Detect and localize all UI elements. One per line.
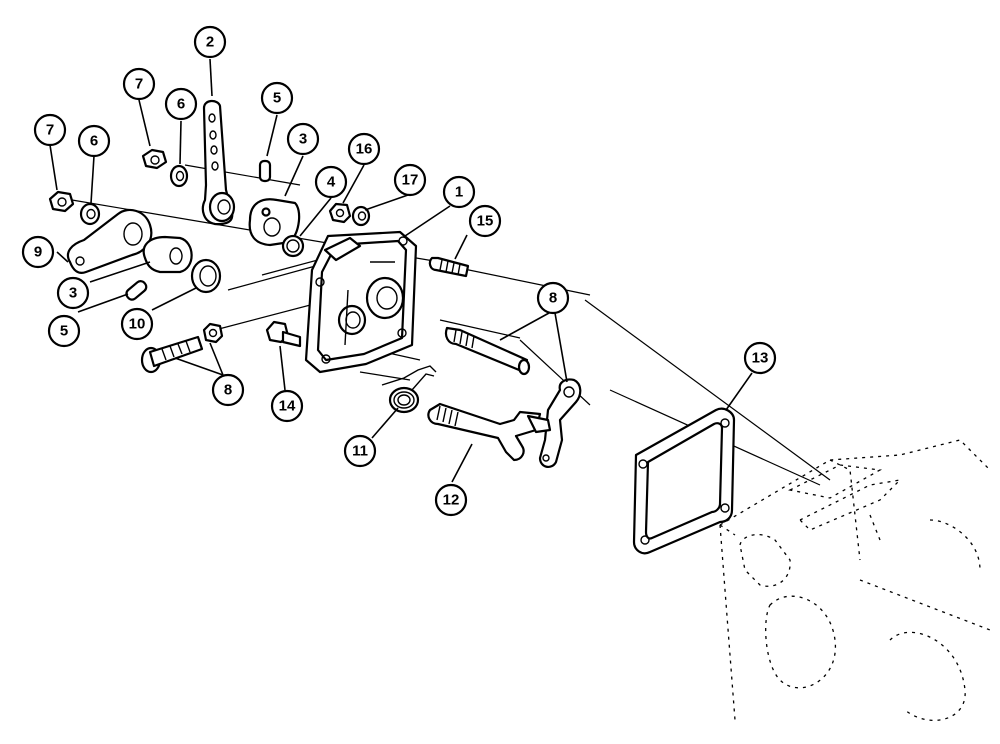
callout-6-upper: 6 <box>164 87 198 121</box>
housing-cover <box>304 230 418 374</box>
callout-5-lower: 5 <box>47 314 81 348</box>
control-shaft <box>444 326 531 376</box>
svg-text:4: 4 <box>327 174 336 191</box>
washer-17 <box>351 205 371 227</box>
svg-text:6: 6 <box>90 133 98 150</box>
callout-6-lower: 6 <box>77 124 111 158</box>
roll-pin-upper <box>258 159 272 183</box>
svg-text:3: 3 <box>69 285 77 302</box>
roll-pin-lower <box>125 280 148 301</box>
callout-13: 13 <box>743 341 777 375</box>
callout-8-right: 8 <box>536 281 570 315</box>
collar-lower <box>142 235 193 274</box>
svg-text:3: 3 <box>299 131 307 148</box>
engine-block-outline <box>719 439 991 722</box>
svg-text:5: 5 <box>273 90 281 107</box>
svg-text:6: 6 <box>177 96 185 113</box>
svg-text:7: 7 <box>46 122 54 139</box>
svg-text:8: 8 <box>549 290 557 307</box>
callout-14: 14 <box>270 389 304 423</box>
callout-3-upper: 3 <box>286 122 320 156</box>
callout-17: 17 <box>393 163 427 197</box>
svg-text:12: 12 <box>443 492 460 509</box>
crank-shaft <box>427 402 552 462</box>
svg-text:17: 17 <box>402 172 419 189</box>
callout-7-lower: 7 <box>33 113 67 147</box>
torsion-spring <box>381 365 437 414</box>
svg-text:15: 15 <box>477 213 494 230</box>
o-ring <box>281 234 305 258</box>
callout-8-left: 8 <box>211 373 245 407</box>
callout-7-upper: 7 <box>122 67 156 101</box>
svg-text:10: 10 <box>129 316 146 333</box>
callout-10: 10 <box>120 307 154 341</box>
nut-lower <box>48 190 75 213</box>
stop-bracket <box>538 378 582 468</box>
lever-arm <box>201 99 236 226</box>
nut-upper <box>141 148 168 170</box>
leader-lines <box>49 58 753 483</box>
svg-text:8: 8 <box>224 382 232 399</box>
svg-text:13: 13 <box>752 350 769 367</box>
svg-text:14: 14 <box>279 398 296 415</box>
svg-text:16: 16 <box>356 141 373 158</box>
callout-12: 12 <box>434 483 468 517</box>
svg-text:1: 1 <box>455 184 463 201</box>
callout-16: 16 <box>347 132 381 166</box>
hex-bolt <box>265 320 302 348</box>
short-lever <box>66 208 153 274</box>
callout-4: 4 <box>314 165 348 199</box>
callout-2: 2 <box>193 25 227 59</box>
washer-lower <box>79 202 101 226</box>
callout-1: 1 <box>442 175 476 209</box>
nut-16 <box>328 202 352 224</box>
collar-upper <box>248 198 301 247</box>
gasket <box>632 407 736 555</box>
svg-text:9: 9 <box>34 244 42 261</box>
stud-15 <box>428 256 470 278</box>
callout-3-lower: 3 <box>56 276 90 310</box>
callout-15: 15 <box>468 204 502 238</box>
callout-5-upper: 5 <box>260 81 294 115</box>
callout-9: 9 <box>21 235 55 269</box>
callout-11: 11 <box>343 434 377 468</box>
svg-text:7: 7 <box>135 76 143 93</box>
bearing <box>190 258 222 294</box>
washer-upper <box>169 164 189 188</box>
svg-text:2: 2 <box>206 34 214 51</box>
svg-text:11: 11 <box>352 443 368 460</box>
stop-screw-assembly <box>140 322 224 374</box>
svg-text:5: 5 <box>60 323 68 340</box>
